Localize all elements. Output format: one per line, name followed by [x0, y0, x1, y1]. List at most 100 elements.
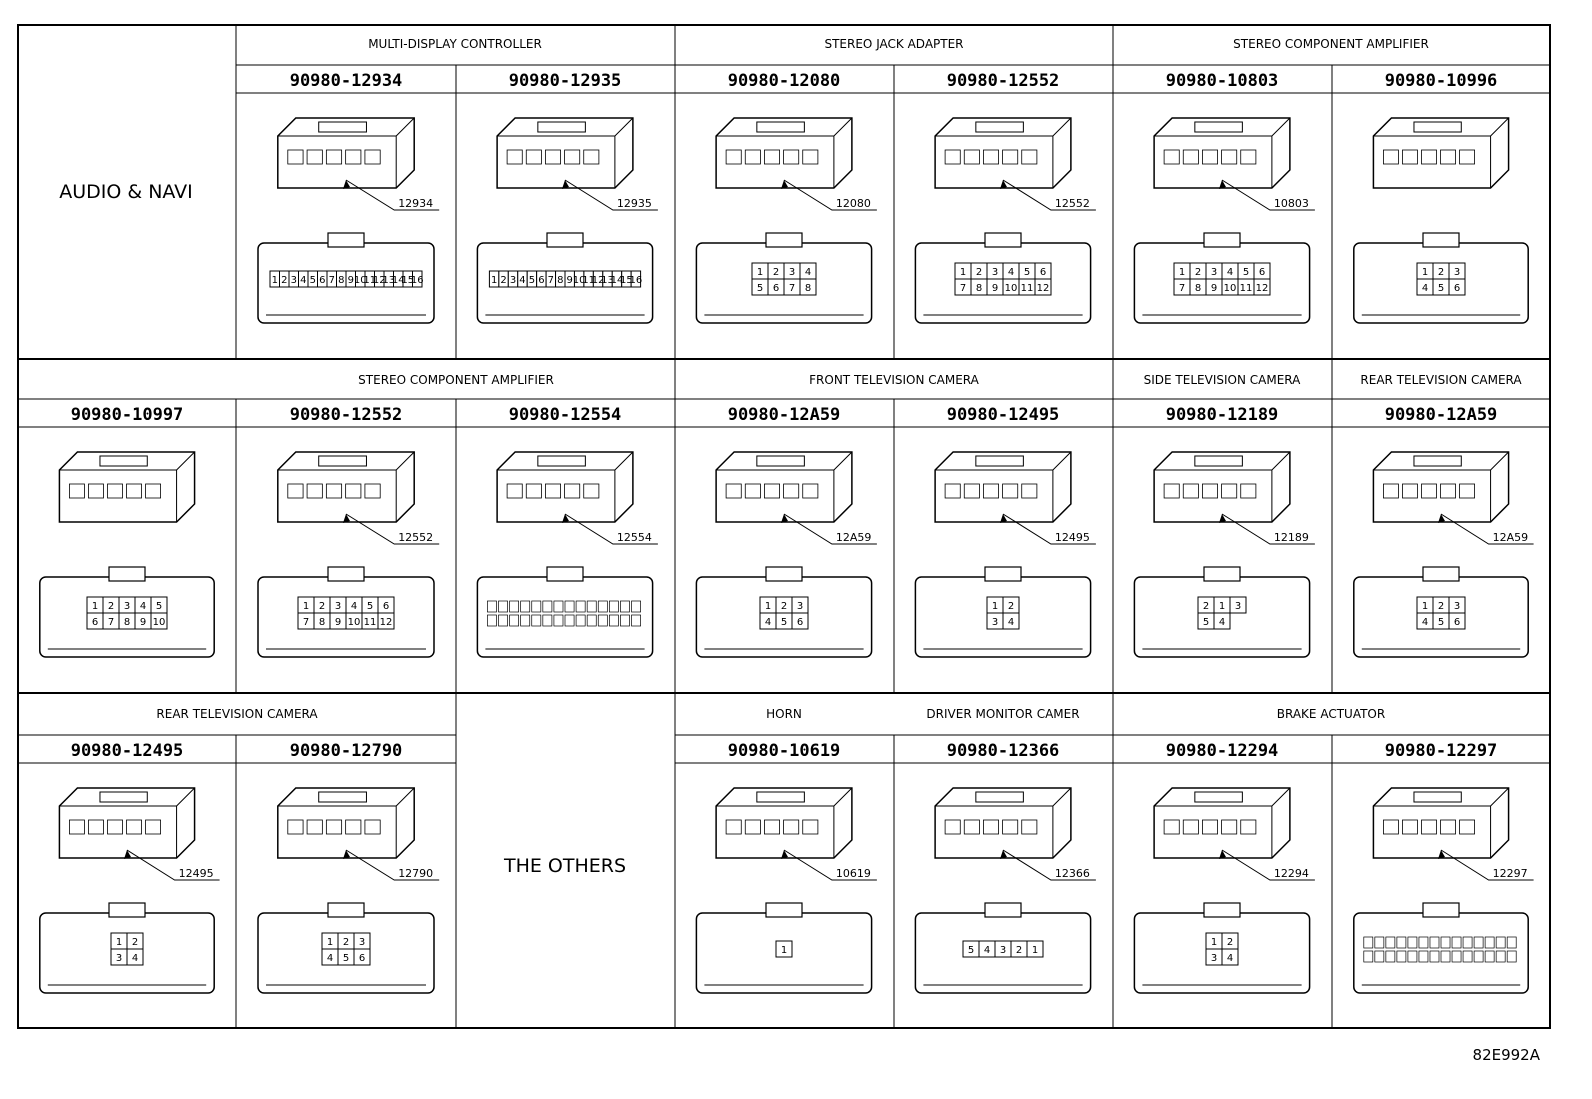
callout-label: 12552 — [1055, 197, 1090, 210]
pin-cavity — [487, 600, 497, 613]
figure-reference-code: 82E992A — [1473, 1046, 1541, 1064]
pin-number: 1 — [757, 267, 763, 278]
group-header: DRIVER MONITOR CAMER — [926, 707, 1079, 721]
pin-cavity — [1440, 950, 1451, 963]
pin-cavity — [1363, 936, 1374, 949]
pin-number: 4 — [805, 267, 811, 278]
pin-number: 1 — [1422, 601, 1428, 612]
pin-cell — [791, 612, 809, 630]
callout-leader — [1440, 513, 1534, 545]
callout-leader — [345, 179, 440, 211]
callout-leader — [345, 849, 440, 881]
callout-leader — [564, 179, 658, 211]
part-number: 90980-12080 — [728, 71, 841, 91]
pin-number: 12 — [373, 275, 386, 286]
connector-body-illustration — [1153, 117, 1291, 189]
pin-number: 5 — [781, 617, 787, 628]
pin-cell — [412, 270, 423, 288]
pin-number: 2 — [1008, 601, 1014, 612]
pin-number: 1 — [272, 275, 278, 286]
pin-cavity — [1407, 950, 1418, 963]
pin-number: 7 — [108, 617, 114, 628]
pin-number: 6 — [773, 283, 779, 294]
pin-cell — [1034, 278, 1052, 296]
pin-cavity — [575, 600, 586, 613]
pin-cavity — [1374, 950, 1385, 963]
pin-number: 2 — [976, 267, 982, 278]
pin-number: 1 — [92, 601, 98, 612]
pin-cavity — [498, 600, 508, 613]
pin-number: 12 — [380, 617, 393, 628]
pin-number: 13 — [601, 275, 614, 286]
callout-arrowhead — [1219, 850, 1226, 859]
connector-body-illustration — [1372, 787, 1510, 859]
pin-number: 10 — [1005, 283, 1018, 294]
pin-cavity — [1495, 950, 1506, 963]
pin-number: 1 — [116, 937, 122, 948]
pin-number: 9 — [567, 275, 573, 286]
pin-number: 5 — [1024, 267, 1030, 278]
pin-number: 15 — [620, 275, 633, 286]
pin-number: 2 — [1203, 601, 1209, 612]
pin-number: 16 — [630, 275, 643, 286]
pin-number: 4 — [1219, 617, 1225, 628]
pin-cavity — [1462, 936, 1473, 949]
part-number: 90980-12A59 — [1385, 405, 1498, 425]
pin-number: 1 — [992, 601, 998, 612]
pin-number: 3 — [1211, 267, 1217, 278]
callout-label: 12297 — [1493, 867, 1528, 880]
pin-cavity — [1506, 936, 1517, 949]
pin-cell — [126, 948, 144, 966]
callout-label: 10619 — [836, 867, 871, 880]
callout-leader — [1440, 849, 1534, 881]
callout-leader — [1221, 513, 1315, 545]
pin-number: 3 — [1000, 945, 1006, 956]
part-number: 90980-12366 — [947, 741, 1060, 761]
pin-number: 11 — [363, 275, 376, 286]
part-number: 90980-10619 — [728, 741, 841, 761]
pin-cavity — [1440, 936, 1451, 949]
pin-cell — [1002, 612, 1020, 630]
pin-number: 12 — [1037, 283, 1050, 294]
callout-label: 12495 — [179, 867, 214, 880]
pin-number: 2 — [781, 601, 787, 612]
pin-number: 4 — [1422, 617, 1428, 628]
pin-cell — [1229, 596, 1247, 614]
part-number: 90980-12294 — [1166, 741, 1279, 761]
pin-number: 4 — [351, 601, 357, 612]
part-number: 90980-12495 — [71, 741, 184, 761]
group-header: STEREO COMPONENT AMPLIFIER — [358, 373, 554, 387]
callout-label: 12552 — [398, 531, 433, 544]
pin-cavity — [1396, 950, 1407, 963]
pin-number: 8 — [319, 617, 325, 628]
connector-body-illustration — [277, 117, 415, 189]
callout-leader — [564, 513, 658, 545]
pin-number: 4 — [984, 945, 990, 956]
pin-cavity — [620, 614, 630, 627]
pin-number: 4 — [1227, 953, 1233, 964]
pin-number: 4 — [1008, 617, 1014, 628]
pin-number: 1 — [960, 267, 966, 278]
pin-cavity — [498, 614, 508, 627]
pin-cavity — [631, 600, 641, 613]
group-header: REAR TELEVISION CAMERA — [156, 707, 318, 721]
connector-body-illustration — [715, 117, 853, 189]
callout-leader — [1221, 849, 1315, 881]
callout-label: 12790 — [398, 867, 433, 880]
pin-number: 6 — [1454, 283, 1460, 294]
pin-number: 2 — [319, 601, 325, 612]
callout-arrowhead — [781, 850, 788, 859]
pin-cell — [377, 612, 395, 630]
callout-leader — [1002, 179, 1096, 211]
